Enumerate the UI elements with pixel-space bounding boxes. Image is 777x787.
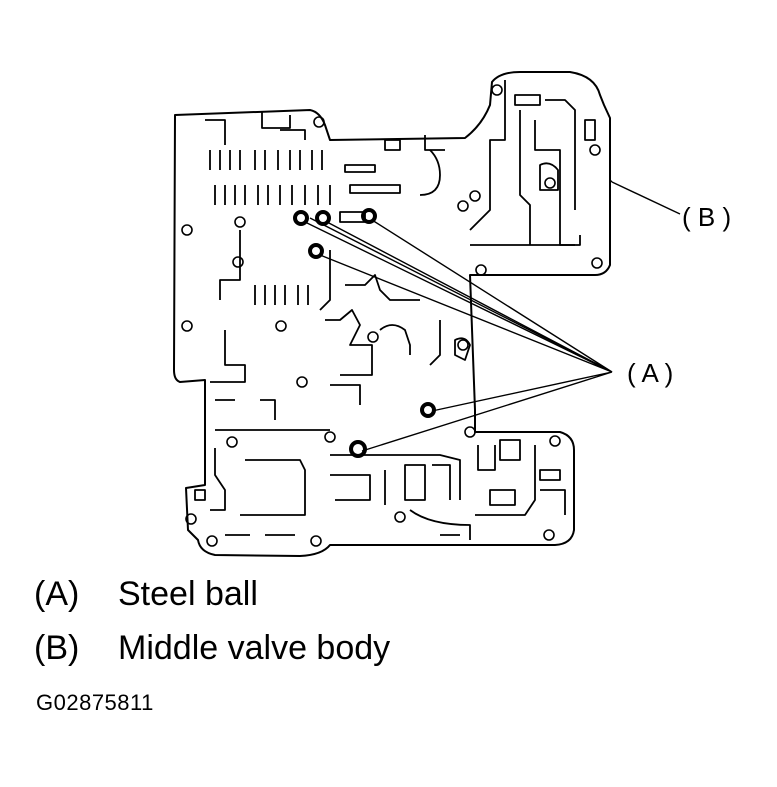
bolt-holes <box>181 84 603 547</box>
steel-ball <box>349 440 367 458</box>
steel-ball <box>361 208 377 224</box>
steel-ball <box>293 210 309 226</box>
steel-ball <box>308 243 324 259</box>
callout-a: ( A ) <box>627 358 673 388</box>
callout-b: ( B ) <box>682 202 731 232</box>
legend-key: (A) <box>34 575 80 613</box>
legend-item-middle-valve-body: (B) Middle valve body <box>34 628 390 668</box>
legend-item-steel-ball: (A) Steel ball <box>34 574 258 614</box>
legend-key: (B) <box>34 629 80 667</box>
leader-lines <box>304 179 681 452</box>
figure-code: G02875811 <box>36 690 154 715</box>
valve-body-diagram: ( A ) ( B ) <box>173 71 731 557</box>
legend-text: Middle valve body <box>118 629 391 667</box>
legend-text: Steel ball <box>118 575 258 613</box>
valve-channels <box>194 80 596 540</box>
steel-balls <box>293 208 436 458</box>
valve-body-outline <box>173 71 611 557</box>
steel-ball <box>420 402 436 418</box>
